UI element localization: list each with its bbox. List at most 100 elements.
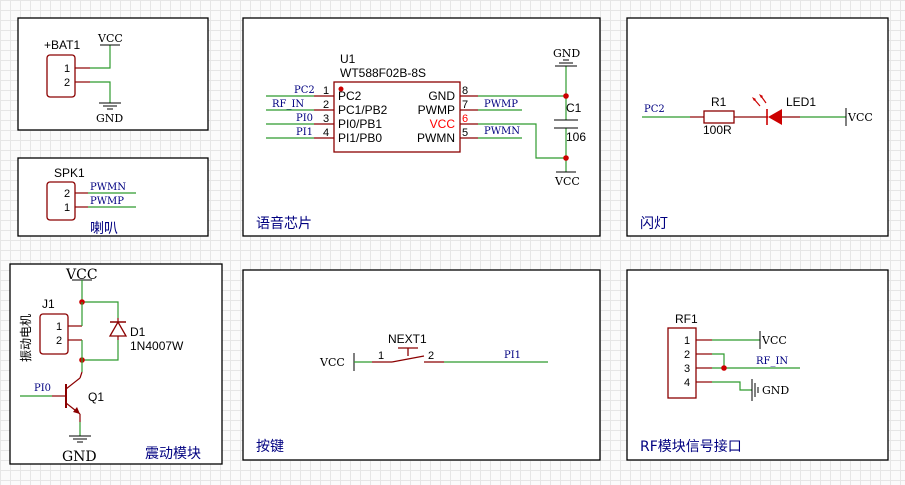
flash-light-block-title: 闪灯 [640,216,668,232]
rf-pin-4: 4 [684,377,690,389]
transistor-designator: Q1 [88,390,104,404]
button-pin-1: 1 [378,350,384,362]
ground-symbol [99,102,121,110]
chip-pin-4-name: PI1/PB0 [338,131,382,145]
vibration-vcc-label: VCC [65,267,98,283]
chip-pin-2-name: PC1/PB2 [338,103,388,117]
button-vcc-label: VCC [319,356,345,369]
junction-dot [563,93,569,99]
chip-vcc-label: VCC [554,175,580,188]
led-vcc-label: VCC [847,111,873,124]
cap-designator: C1 [566,101,582,115]
speaker-designator: SPK1 [54,166,85,180]
led-designator: LED1 [786,95,816,109]
motor-label: 振动电机 [19,314,33,362]
chip-pin-7-num: 7 [462,99,468,111]
chip-pin-2-num: 2 [323,99,329,111]
battery-designator: +BAT1 [44,38,80,52]
speaker-pin-2: 2 [64,188,70,200]
emitter-arrow [73,407,80,414]
battery-pin-2: 2 [64,77,70,89]
vibration-gnd-label: GND [62,449,97,465]
cap-value: 106 [566,130,586,144]
pin1-marker [338,86,344,92]
diode-d1 [108,320,128,337]
voice-chip-block-title: 语音芯片 [256,215,312,232]
chip-pin-5-num: 5 [462,127,468,139]
rf-gnd-label: GND [762,384,789,397]
junction-dot [721,365,727,371]
button-designator: NEXT1 [388,332,427,346]
resistor-r1 [703,110,735,124]
speaker-body [46,181,76,221]
vibration-block-title: 震动模块 [145,446,201,462]
j1-designator: J1 [42,297,55,311]
vibration-circuit: VCC D1 1N4007W J1 1 2 振动电机 PI0 Q1 [19,267,184,465]
net-label-rf-in: RF_IN [756,356,788,367]
resistor-designator: R1 [711,95,727,109]
battery-vcc-label: VCC [97,32,123,45]
battery-gnd-label: GND [96,112,123,125]
rf-pin-3: 3 [684,363,690,375]
resistor-value: 100R [703,123,732,137]
rf-connector: RF1 1 2 3 4 RF_IN VCC GND [667,312,800,401]
net-label-pwmp-chip: PWMP [484,99,518,110]
rf-block-title: RF模块信号接口 [640,438,742,455]
net-label-pc2-chip: PC2 [294,85,315,96]
net-label-pi1-button: PI1 [504,350,521,361]
chip-pin-5-name: PWMN [417,131,455,145]
j1-pin-2: 2 [56,335,62,347]
led-triangle [768,109,782,125]
speaker-pin-1: 1 [64,202,70,214]
battery-body [46,54,76,98]
ground-symbol [751,379,759,401]
button-block [242,269,601,461]
chip-pin-1-num: 1 [323,85,329,97]
diode-designator: D1 [130,325,146,339]
net-label-pwmn: PWMN [90,182,126,193]
vibration-block [9,263,223,465]
net-label-pc2-led: PC2 [644,104,665,115]
j1-pin-1: 1 [56,321,62,333]
ground-symbol [69,435,91,443]
rf-vcc-label: VCC [761,334,787,347]
button-block-title: 按键 [256,439,284,455]
flash-light-block [626,17,889,237]
button-pin-2: 2 [428,350,434,362]
chip-pin-6-num: 6 [462,113,468,125]
diode-part: 1N4007W [130,339,184,353]
chip-pin-7-name: PWMP [418,103,455,117]
button-circuit: VCC NEXT1 1 2 PI1 [319,332,548,371]
j1-body [39,313,69,355]
net-label-pwmp: PWMP [90,196,124,207]
voice-chip: U1 WT588F02B-8S 1 2 3 4 PC2 PC1/PB2 PI0/… [266,52,566,159]
net-label-pi1-chip: PI1 [296,127,313,138]
chip-gnd-label: GND [553,47,580,60]
chip-body [333,81,461,153]
chip-pin-8-name: GND [428,89,455,103]
speaker-block [17,157,209,237]
rf-body [667,327,697,399]
led-circuit: PC2 R1 100R LED1 VCC [642,94,873,137]
net-label-pi0-vibration: PI0 [34,383,51,394]
junction-dot [563,155,569,161]
net-label-rf-in-chip: RF_IN [272,99,304,110]
net-label-pwmn-chip: PWMN [484,126,520,137]
chip-pin-3-name: PI0/PB1 [338,117,382,131]
chip-pin-8-num: 8 [462,85,468,97]
chip-pin-1-name: PC2 [338,89,362,103]
battery-pin-1: 1 [64,63,70,75]
chip-pin-6-name: VCC [430,117,456,131]
chip-pin-3-num: 3 [323,113,329,125]
rf-designator: RF1 [675,312,698,326]
chip-part-number: WT588F02B-8S [340,66,426,80]
speaker-connector: SPK1 2 1 PWMN PWMP [46,166,136,221]
rf-block [626,269,889,461]
capacitor-c1: C1 106 GND VCC [553,47,586,188]
speaker-block-title: 喇叭 [90,221,118,237]
battery-connector: +BAT1 1 2 VCC GND [44,32,123,125]
ground-symbol [555,59,577,67]
rf-pin-2: 2 [684,349,690,361]
